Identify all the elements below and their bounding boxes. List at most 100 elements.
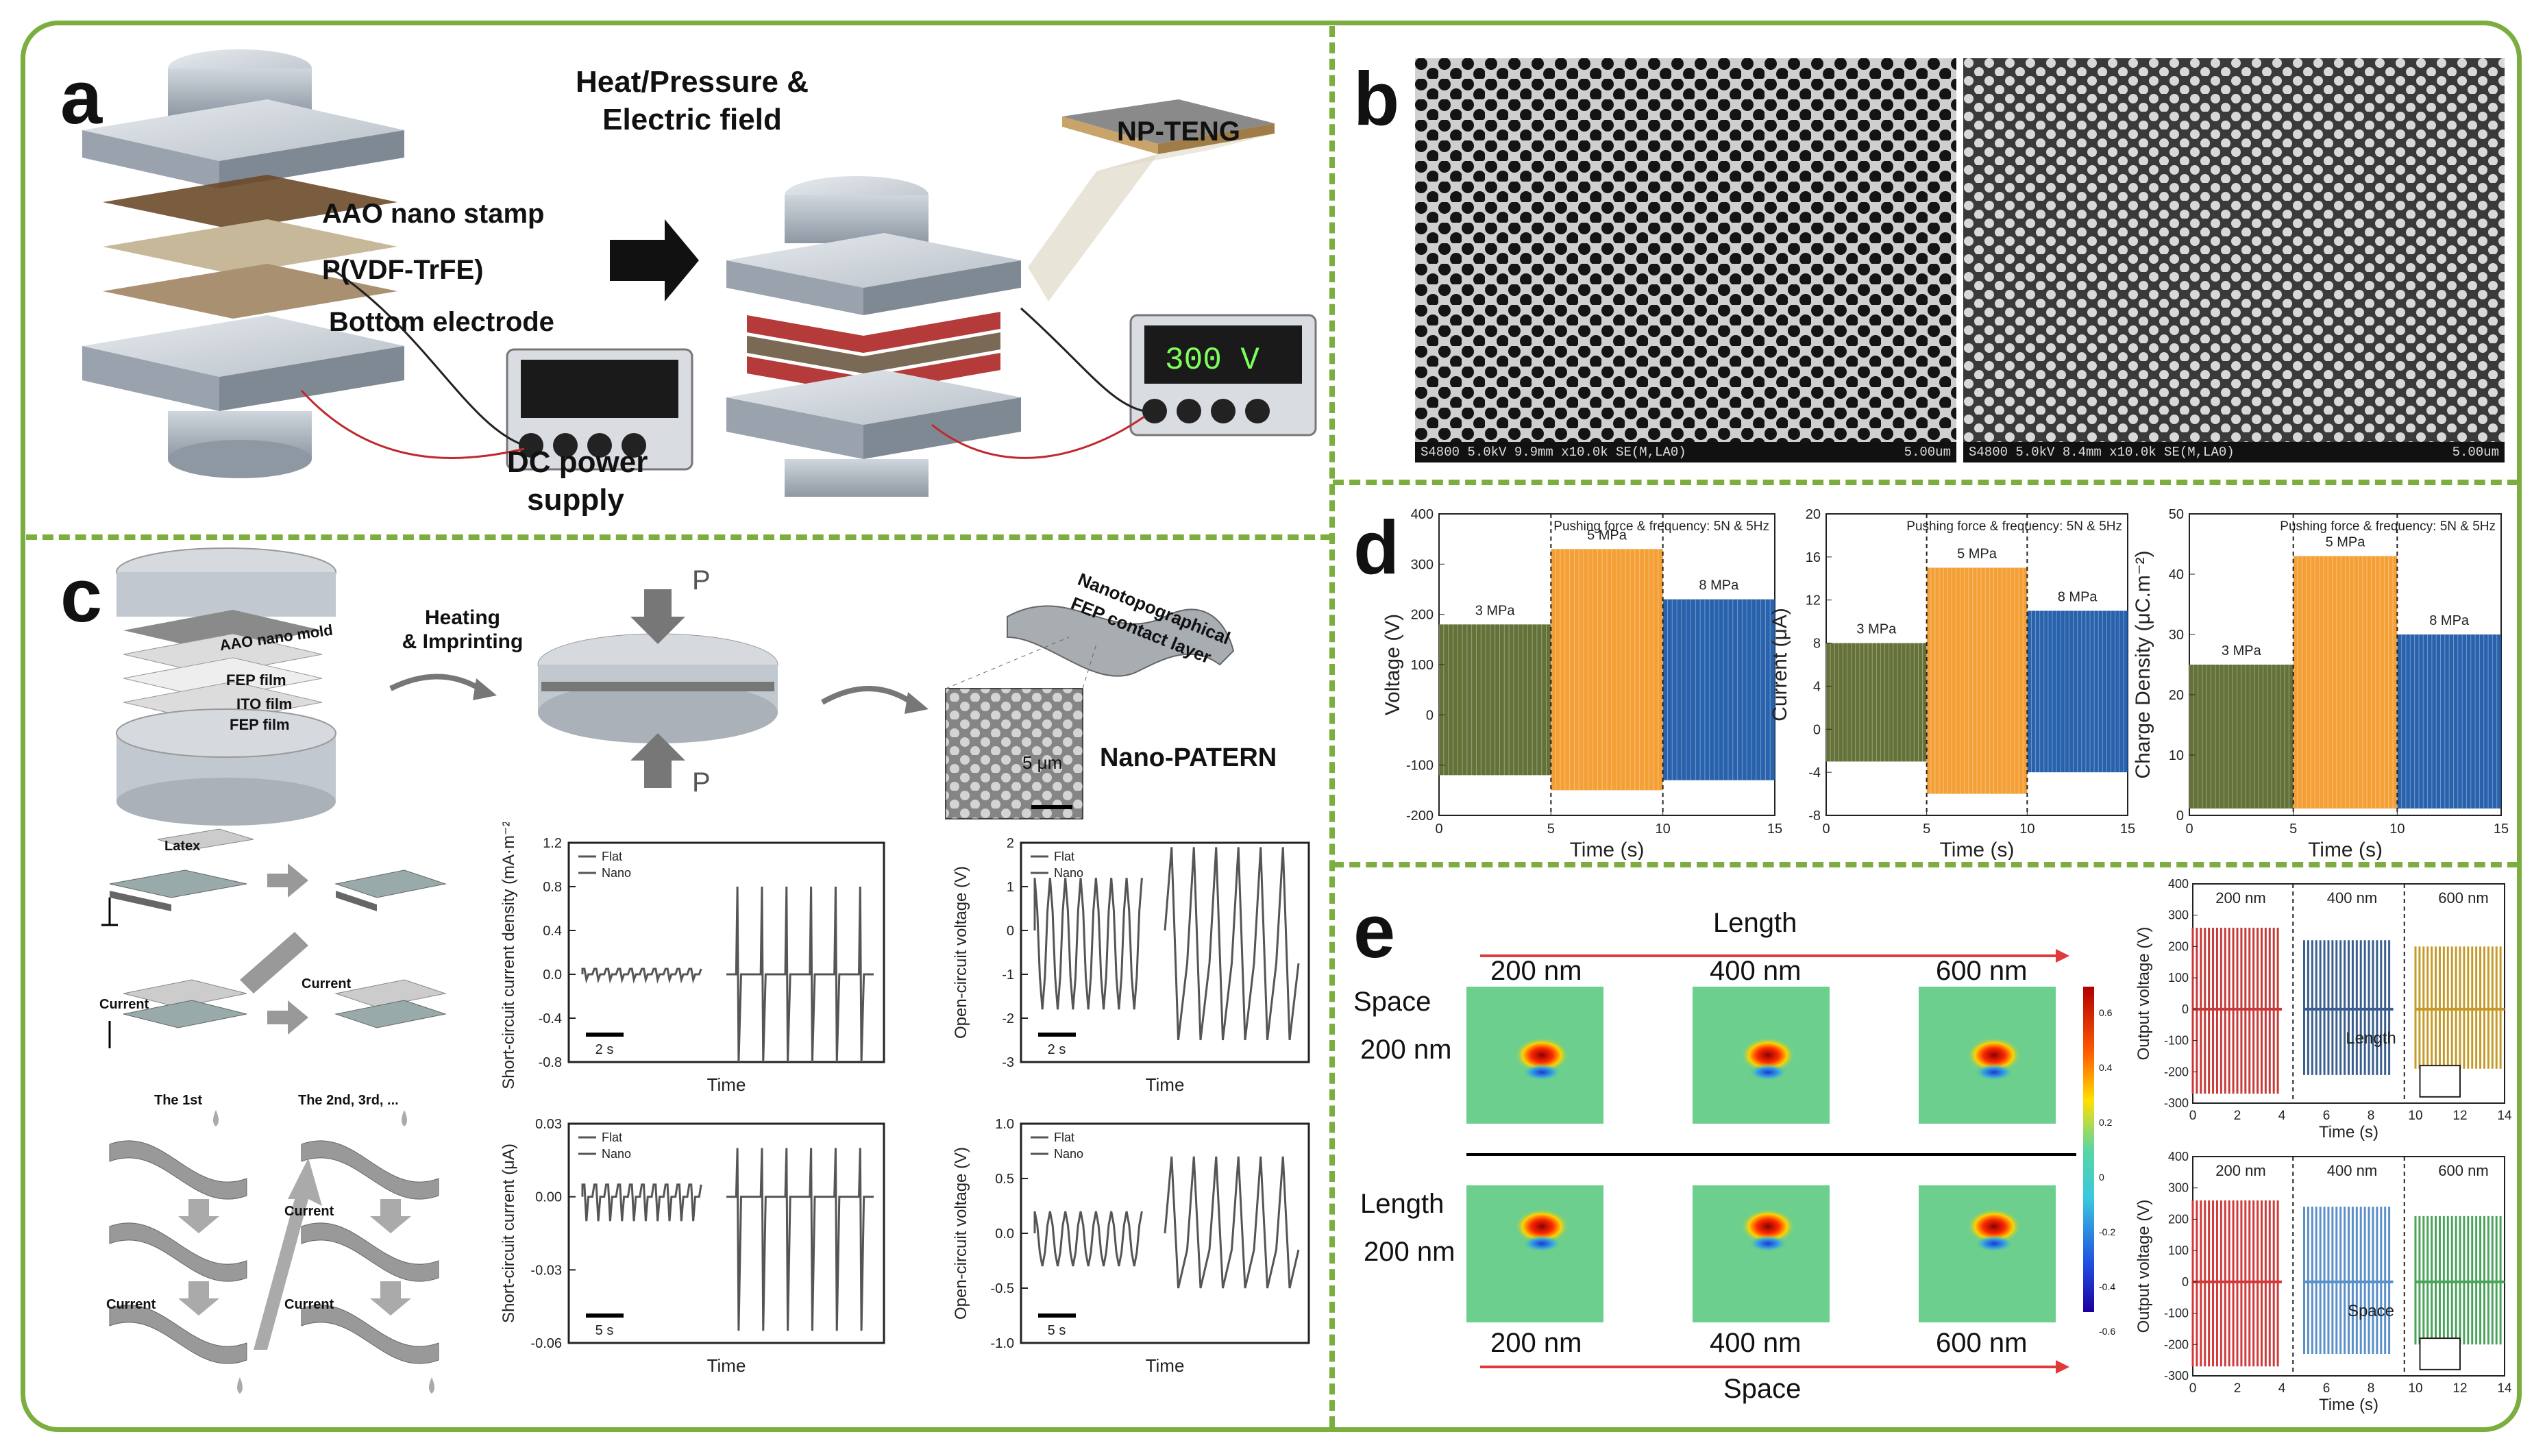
figure-frame (21, 21, 2522, 1432)
y-tick-label: 30 (2169, 628, 2184, 643)
y-tick-label: 0.00 (535, 1190, 562, 1205)
y-tick-label: 2 (1007, 836, 1014, 851)
time-scalebar-label: 2 s (595, 1042, 614, 1057)
bottom-600nm-label: 600 nm (1936, 1328, 2028, 1358)
x-tick-label: 15 (2120, 822, 2135, 837)
series-label: 200 nm (2215, 1162, 2265, 1179)
series-nano (726, 1148, 874, 1331)
series-label: 5 MPa (1587, 528, 1627, 543)
x-tick-label: 10 (2408, 1381, 2422, 1396)
y-tick-label: -100 (1406, 758, 1434, 774)
x-tick-label: 0 (2189, 1381, 2197, 1396)
plot-frame (567, 841, 885, 1063)
y-tick-label: -100 (2164, 1034, 2189, 1048)
power-supply-left (300, 266, 693, 471)
y-tick-label: -200 (1406, 809, 1434, 824)
inset-pulse (2419, 1337, 2461, 1370)
sem-left-scale: 5.00um (1904, 445, 1951, 460)
series-nano (1164, 847, 1300, 1041)
bottom-400nm-label: 400 nm (1710, 1328, 1802, 1358)
time-scalebar-label: 5 s (595, 1323, 614, 1338)
x-tick-label: 0 (2189, 1109, 2197, 1123)
subsequent-drops-label: The 2nd, 3rd, ... (298, 1093, 399, 1108)
heat-label-2: Electric field (602, 103, 782, 136)
y-tick-label: -300 (2164, 1096, 2189, 1110)
series-flat (581, 1183, 702, 1222)
x-tick-label: 10 (2019, 822, 2034, 837)
nano-patern-label: Nano-PATERN (1100, 743, 1277, 772)
series-label: 5 MPa (1957, 547, 1997, 562)
colorbar-tick: 0 (2099, 1172, 2104, 1183)
series-label: 8 MPa (2429, 613, 2470, 628)
colorbar-tick: 0.2 (2099, 1117, 2113, 1128)
panel-label-a: a (60, 55, 103, 140)
length-arrow (1480, 949, 2069, 963)
inset-label: Space (2348, 1302, 2394, 1320)
legend-label: Nano (602, 866, 631, 880)
series-band (1439, 624, 1551, 776)
y-tick-label: 0 (1426, 708, 1434, 723)
y-axis-label: Voltage (V) (1384, 614, 1404, 715)
y-tick-label: -4 (1808, 765, 1821, 780)
press-right (726, 176, 1021, 497)
y-tick-label: 1.2 (543, 836, 562, 851)
panel-c-schematic (101, 828, 447, 1394)
legend-label: Flat (602, 850, 622, 863)
heating-label-2: & Imprinting (402, 630, 524, 653)
bottom-200nm-label: 200 nm (1490, 1328, 1582, 1358)
time-scalebar-label: 2 s (1048, 1042, 1066, 1057)
dc-label-1: DC power (507, 445, 648, 479)
x-tick-label: 12 (2452, 1109, 2467, 1123)
sem-right-info: S4800 5.0kV 8.4mm x10.0k SE(M,LA0) (1969, 445, 2235, 460)
colorbar-tick: 0.4 (2099, 1062, 2113, 1073)
process-arrow (610, 219, 699, 301)
y-tick-label: 16 (1806, 550, 1821, 565)
series-label: 3 MPa (1475, 603, 1516, 618)
top-600nm-label: 600 nm (1936, 956, 2028, 986)
series-label: 3 MPa (2222, 643, 2262, 658)
y-tick-label: 0 (2182, 1275, 2189, 1289)
y-tick-label: -0.06 (530, 1336, 562, 1351)
y-tick-label: -1.0 (991, 1336, 1014, 1351)
y-axis-label: Short-circuit current (μA) (500, 1144, 518, 1323)
x-tick-label: 5 (2289, 822, 2297, 837)
space-arrow (1480, 1360, 2069, 1374)
colorbar-tick: -0.4 (2099, 1281, 2116, 1292)
series-band (1551, 549, 1663, 791)
y-tick-label: 400 (2168, 1150, 2189, 1163)
current-label-5: Current (284, 1297, 334, 1312)
divider-vertical (1329, 26, 1335, 1427)
y-axis-label: Output voltage (V) (2135, 927, 2153, 1061)
y-tick-label: 20 (1806, 507, 1821, 522)
y-tick-label: -300 (2164, 1369, 2189, 1383)
legend-label: Nano (1054, 1147, 1083, 1161)
y-axis-label: Open-circuit voltage (V) (952, 866, 970, 1039)
aao-stamp-label: AAO nano stamp (322, 199, 545, 229)
current-label-2: Current (302, 976, 352, 991)
y-tick-label: 100 (2168, 971, 2189, 985)
y-tick-label: 4 (1813, 679, 1821, 694)
series-band (1826, 643, 1927, 762)
series-flat (1033, 1211, 1143, 1267)
series-band (2293, 556, 2398, 809)
field-simulation-maps (1466, 987, 2094, 1322)
bottom-electrode-label: Bottom electrode (329, 307, 554, 337)
panel-label-c: c (60, 554, 103, 638)
colorbar-tick: -0.2 (2099, 1226, 2116, 1237)
pressure-top-label: P (692, 565, 711, 595)
y-tick-label: 40 (2169, 567, 2184, 582)
series-label: 8 MPa (1699, 578, 1739, 593)
sem-right-scale: 5.00um (2452, 445, 2499, 460)
y-tick-label: 200 (2168, 1212, 2189, 1226)
panel-label-e: e (1353, 889, 1396, 974)
sem-image-right: S4800 5.0kV 8.4mm x10.0k SE(M,LA0) 5.00um (1963, 58, 2505, 462)
time-scalebar-label: 5 s (1048, 1323, 1066, 1338)
ito-film-label: ITO film (236, 695, 293, 713)
series-band (2397, 634, 2501, 809)
y-axis-label: Charge Density (μC.m⁻²) (2135, 550, 2154, 778)
x-tick-label: 10 (1656, 822, 1671, 837)
series-label: 3 MPa (1856, 622, 1897, 637)
series-band (2189, 665, 2294, 809)
legend-label: Flat (602, 1131, 622, 1144)
series-label: 600 nm (2438, 889, 2488, 906)
